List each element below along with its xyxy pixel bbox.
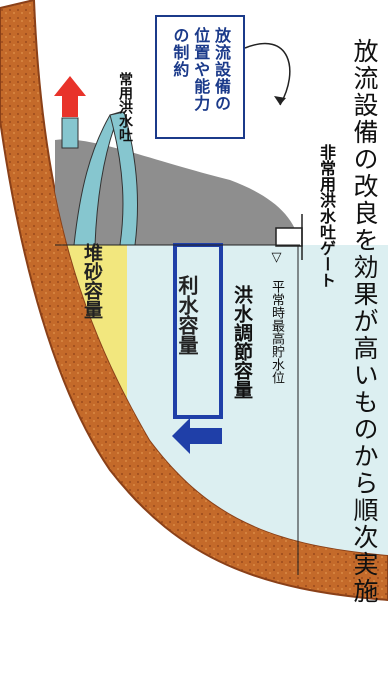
dam-body <box>55 139 300 245</box>
release-arrow <box>54 76 86 117</box>
emergency-gate <box>275 227 303 247</box>
emergency-gate-label: 非常用洪水吐ゲート <box>317 144 336 288</box>
constraint-note: 放流設備の 位置や能力 の制約 <box>170 27 231 112</box>
capacity-shift-arrow <box>172 418 222 454</box>
headline: 放流設備の改良を効果が高いものから順次実施 <box>350 38 379 605</box>
water-use-capacity-label: 利水容量 <box>175 275 199 355</box>
flood-control-capacity-label: 洪水調節容量 <box>231 285 253 399</box>
normal-spillway-label: 常用洪水吐 <box>117 72 133 142</box>
constraint-callout: 放流設備の 位置や能力 の制約 <box>155 15 245 139</box>
max-water-level-label: ▽ 平常時最高貯水位 <box>269 250 284 384</box>
spillway-channel <box>73 111 121 246</box>
sediment-capacity-label: 堆砂容量 <box>81 243 103 319</box>
